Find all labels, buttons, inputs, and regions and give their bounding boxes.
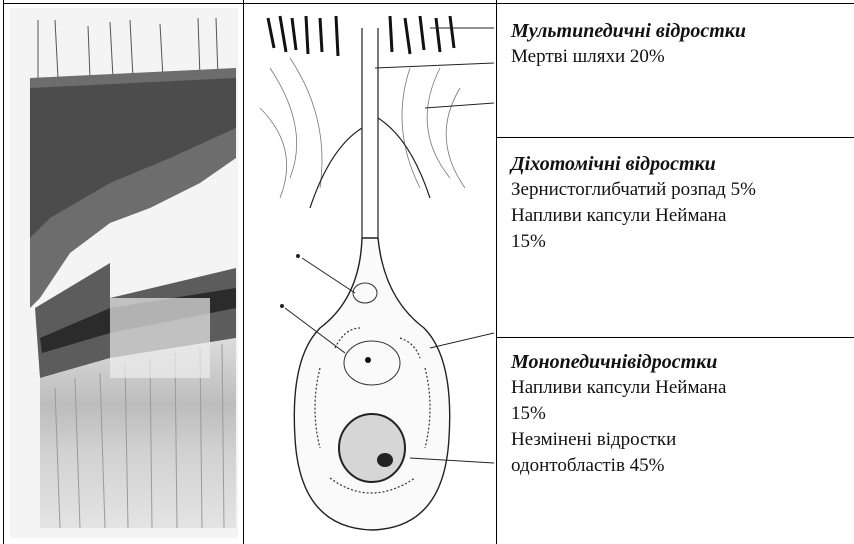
cell-line: одонтобластів 45% [511, 453, 851, 479]
odontoblast-cell-diagram [250, 8, 494, 538]
row-divider-2 [496, 337, 854, 338]
table-divider-2 [496, 0, 497, 544]
cell-line: 15% [511, 229, 851, 255]
cell-line: Напливи капсули Неймана [511, 203, 851, 229]
cell-line: Незмінені відростки [511, 427, 851, 453]
table-divider-1 [243, 0, 244, 544]
cell-line: Мертві шляхи 20% [511, 44, 851, 70]
cell-monopedic: Монопедичнівідростки Напливи капсули Ней… [511, 349, 851, 479]
cell-title: Монопедичнівідростки [511, 349, 851, 375]
cell-multipedic: Мультипедичні відростки Мертві шляхи 20% [511, 18, 851, 70]
cell-line: Напливи капсули Неймана [511, 375, 851, 401]
table-border-top [3, 3, 854, 4]
cell-line: 15% [511, 401, 851, 427]
row-divider-1 [496, 137, 854, 138]
cell-title: Мультипедичні відростки [511, 18, 851, 44]
dentin-section-image [10, 8, 238, 538]
cell-dichotomic: Діхотомічні відростки Зернистоглибчатий … [511, 151, 851, 255]
cell-title: Діхотомічні відростки [511, 151, 851, 177]
cell-line: Зернистоглибчатий розпад 5% [511, 177, 851, 203]
table-border-left [3, 0, 4, 544]
